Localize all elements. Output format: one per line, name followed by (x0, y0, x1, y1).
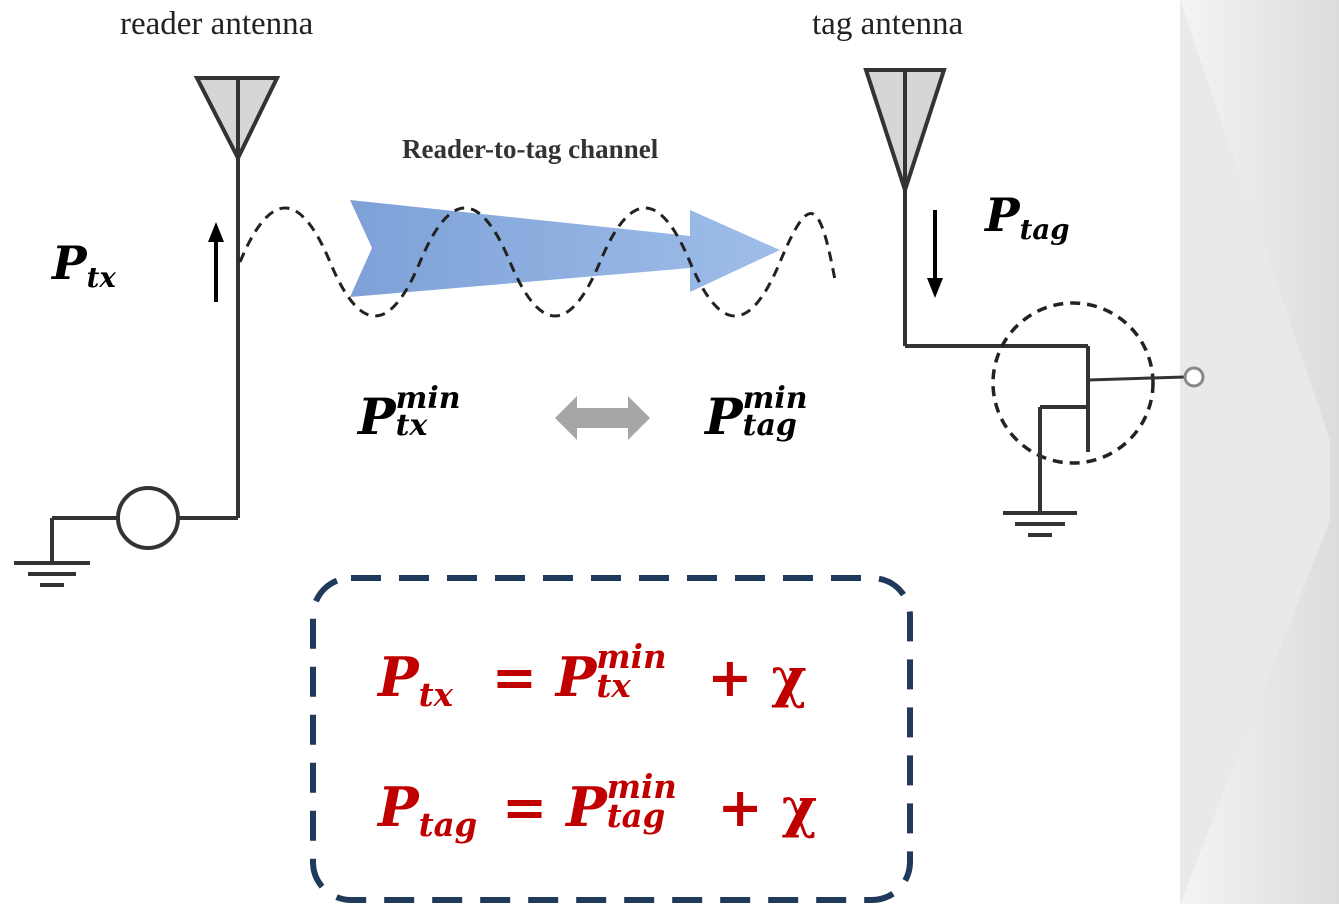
equation-ptx: Ptx = P min tx + χ (378, 637, 807, 714)
ptx-min-symbol: P min tx (358, 380, 461, 446)
ptag-direction-arrow (927, 210, 943, 298)
tag-antenna-icon (863, 68, 1088, 348)
chevron-face (1180, 0, 1330, 904)
equation-box (310, 575, 913, 903)
reader-antenna-icon (178, 76, 281, 520)
reader-ground-icon (14, 516, 118, 587)
ptag-symbol: Ptag (985, 188, 1070, 247)
source-circle-icon (116, 486, 180, 550)
double-arrow-icon (555, 396, 650, 440)
ptag-min-symbol: P min tag (705, 380, 808, 446)
channel-beam-arrow (350, 200, 780, 297)
tag-antenna-label: tag antenna (812, 6, 964, 42)
ptx-direction-arrow (208, 222, 224, 302)
signal-wave (238, 206, 837, 318)
reader-antenna-label: reader antenna (120, 6, 314, 42)
tag-ground-icon (1003, 511, 1077, 537)
transistor-icon (991, 301, 1205, 512)
equation-ptag: Ptag = P min tag + χ (378, 767, 818, 844)
ptx-symbol: Ptx (52, 236, 116, 295)
channel-label: Reader-to-tag channel (402, 134, 659, 164)
